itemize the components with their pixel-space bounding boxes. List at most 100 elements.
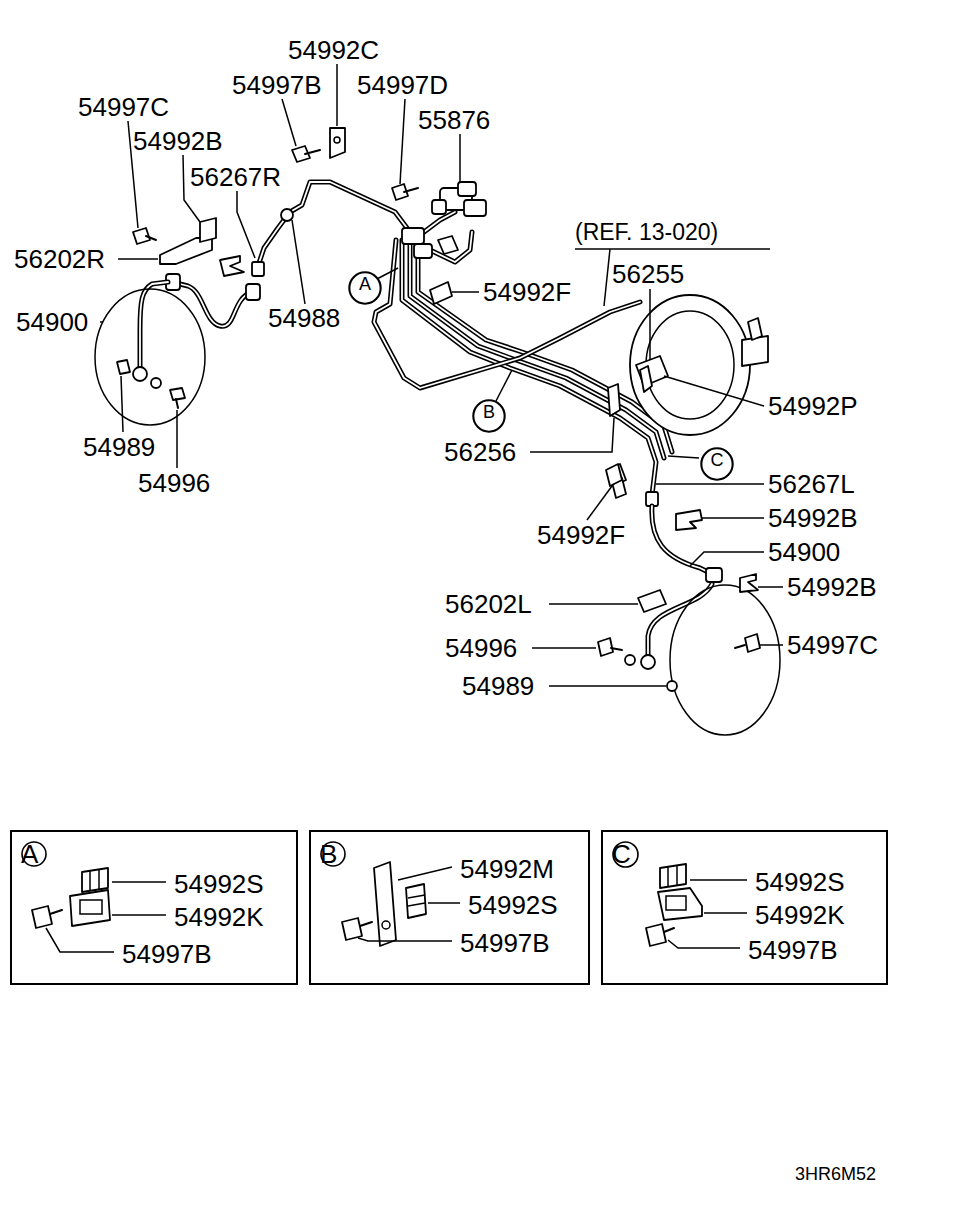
part-number: 56255 [612, 261, 684, 287]
leader-lines-part [760, 644, 783, 646]
leader-lines-part [400, 99, 405, 184]
bolts-and-brackets-top-part [305, 150, 320, 154]
left-hose [95, 274, 260, 425]
leader-lines-part [459, 134, 461, 182]
part-number: 56267R [190, 164, 281, 190]
detail-a-parts-part [46, 928, 114, 952]
bolts-and-brackets-top-part [404, 188, 418, 192]
detail-box: 54992S54992K54997BA [10, 830, 298, 985]
part-number: 54992C [288, 37, 379, 63]
leader-lines-part [336, 64, 338, 126]
part-number: 54997C [78, 94, 169, 120]
right-hose-part [606, 464, 622, 486]
bolts-and-brackets-top [133, 128, 458, 304]
leader-lines-part [176, 410, 178, 468]
right-hose-part [740, 574, 758, 592]
leader-lines-part [292, 220, 305, 304]
leader-lines-part [702, 517, 764, 519]
right-hose-part [598, 638, 613, 656]
part-number: 54997B [748, 937, 838, 963]
leader-lines-part [496, 370, 512, 401]
leader-lines-part [604, 249, 610, 306]
bolts-and-brackets-top-part [146, 236, 156, 240]
detail-b-parts-part [342, 918, 362, 940]
detail-b-parts-part [358, 938, 452, 941]
detail-b-parts-part [360, 922, 372, 926]
right-hose-part [745, 634, 760, 652]
part-number: (REF. 13-020) [575, 221, 718, 244]
part-number: 54997B [232, 72, 322, 98]
leader-lines-part [118, 258, 158, 260]
proportioning-valve-part [464, 200, 486, 216]
detail-c-parts-part [676, 865, 678, 885]
right-hose-part [676, 510, 702, 530]
bolts-and-brackets-top-part [160, 238, 212, 264]
leader-lines-part [656, 483, 764, 485]
callout-letter: C [700, 447, 734, 473]
leader-lines-part [649, 289, 651, 360]
detail-c-parts-part [646, 924, 666, 946]
detail-b-parts-part [406, 884, 426, 918]
left-hose-part [140, 282, 168, 366]
detail-c-parts-part [660, 864, 686, 888]
detail-a-parts-part [70, 890, 110, 926]
circle-shape [321, 842, 345, 866]
leader-lines-part [575, 248, 770, 250]
brake-pipes-part [420, 212, 455, 235]
part-number: 54992B [133, 128, 223, 154]
part-number: 54992F [483, 279, 571, 305]
detail-b-parts-part [428, 902, 460, 904]
part-number: 56267L [768, 471, 855, 497]
detail-c-parts-part [704, 912, 747, 914]
leader-lines-part [532, 647, 596, 649]
right-hose-part [706, 568, 722, 582]
fittings-part [402, 228, 424, 244]
brake-pipes-part [374, 240, 640, 388]
detail-c-parts [646, 864, 747, 948]
brake-booster-part [608, 384, 620, 416]
leader-lines-part [690, 552, 764, 566]
brake-booster [608, 295, 768, 498]
fittings [252, 209, 658, 506]
callout-letter: A [348, 271, 382, 297]
brake-booster-part [748, 318, 762, 340]
part-number: 54992B [768, 505, 858, 531]
callout-letter-circle: A [21, 841, 47, 867]
callout-letter: B [472, 399, 506, 425]
bolts-and-brackets-top-part [438, 236, 458, 254]
part-number: 54992P [768, 393, 858, 419]
part-number: 54992S [755, 869, 845, 895]
detail-a-parts-part [89, 870, 91, 890]
detail-b-parts [342, 862, 460, 946]
detail-b-parts-part [408, 903, 425, 906]
leader-lines-part [282, 99, 296, 146]
part-number: 54997C [787, 632, 878, 658]
detail-c-parts-part [664, 928, 674, 932]
detail-box: 54992M54992S54997BB [309, 830, 590, 985]
left-hose-part [133, 367, 147, 381]
callout-letter-circle: B [472, 399, 506, 433]
part-number: 54992M [460, 856, 554, 882]
leader-lines-part [452, 291, 479, 293]
brake-pipes-part [374, 240, 640, 388]
detail-a-parts-part [112, 914, 166, 916]
callout-letter-circle: A [348, 271, 382, 305]
part-number: 56202L [445, 591, 532, 617]
bolts-and-brackets-top-part [334, 137, 340, 143]
brake-booster-part [742, 336, 768, 366]
callout-letter-circle: B [320, 841, 346, 867]
leader-lines-part [587, 486, 612, 520]
left-hose-part [117, 360, 130, 374]
left-hose-part [170, 388, 185, 400]
leader-lines-part [530, 418, 614, 452]
brake-booster-part [630, 295, 750, 435]
part-number: 54989 [462, 673, 534, 699]
part-number: 54992S [468, 892, 558, 918]
part-number: 54996 [138, 470, 210, 496]
right-hose-part [611, 648, 622, 650]
bolts-and-brackets-top-part [220, 256, 244, 276]
part-number: 54992K [755, 902, 845, 928]
right-hose [598, 464, 780, 735]
part-number: 54997B [122, 941, 212, 967]
detail-a-parts [32, 868, 166, 952]
